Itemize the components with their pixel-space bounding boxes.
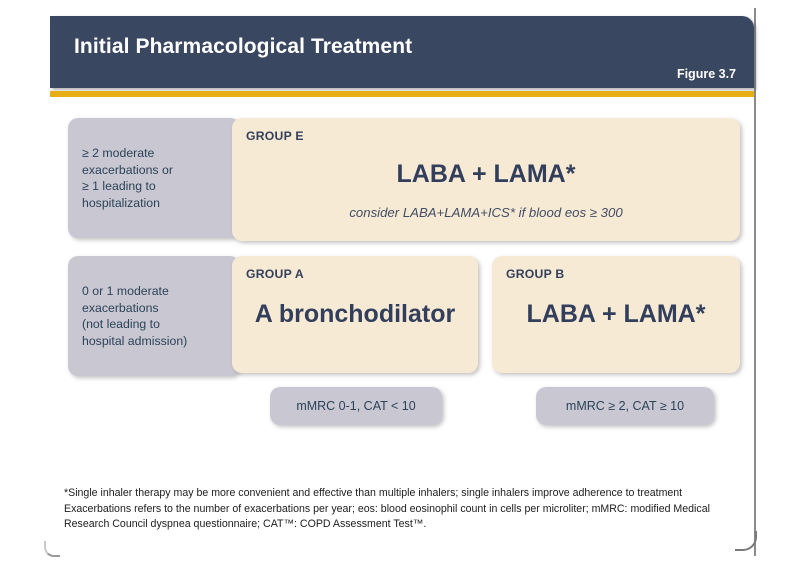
footnote-line-2: Exacerbations refers to the number of ex… [64, 502, 710, 531]
treatment-group-b: LABA + LAMA* [526, 300, 706, 328]
treatment-box-group-a: GROUP A A bronchodilator [232, 256, 478, 373]
criteria-box-low-risk: 0 or 1 moderate exacerbations (not leadi… [68, 256, 240, 376]
treatment-box-group-e: GROUP E LABA + LAMA* consider LABA+LAMA+… [232, 118, 740, 241]
page-curl-bottom-right [735, 531, 757, 551]
footnotes: *Single inhaler therapy may be more conv… [64, 486, 732, 533]
treatment-group-a: A bronchodilator [254, 300, 456, 328]
criteria-text-high-risk: ≥ 2 moderate exacerbations or ≥ 1 leadin… [82, 146, 173, 210]
group-label-a: GROUP A [246, 267, 304, 281]
group-label-b: GROUP B [506, 267, 565, 281]
accent-bar [50, 91, 754, 97]
treatment-group-e: LABA + LAMA* [396, 160, 576, 188]
group-label-e: GROUP E [246, 129, 304, 143]
treatment-note-group-e: consider LABA+LAMA+ICS* if blood eos ≥ 3… [349, 205, 623, 220]
footnote-line-1: *Single inhaler therapy may be more conv… [64, 487, 683, 499]
treatment-box-group-b: GROUP B LABA + LAMA* [492, 256, 740, 373]
figure-label: Figure 3.7 [676, 67, 736, 81]
symptom-scale-group-a: mMRC 0-1, CAT < 10 [270, 387, 442, 425]
criteria-box-high-risk: ≥ 2 moderate exacerbations or ≥ 1 leadin… [68, 118, 240, 238]
slide-card: Initial Pharmacological Treatment Figure… [48, 8, 756, 556]
criteria-text-low-risk: 0 or 1 moderate exacerbations (not leadi… [82, 284, 188, 348]
symptom-scale-group-b: mMRC ≥ 2, CAT ≥ 10 [536, 387, 714, 425]
page-title: Initial Pharmacological Treatment [74, 35, 413, 58]
slide-header-banner: Initial Pharmacological Treatment Figure… [50, 16, 754, 88]
page-curl-bottom-left [44, 541, 60, 557]
